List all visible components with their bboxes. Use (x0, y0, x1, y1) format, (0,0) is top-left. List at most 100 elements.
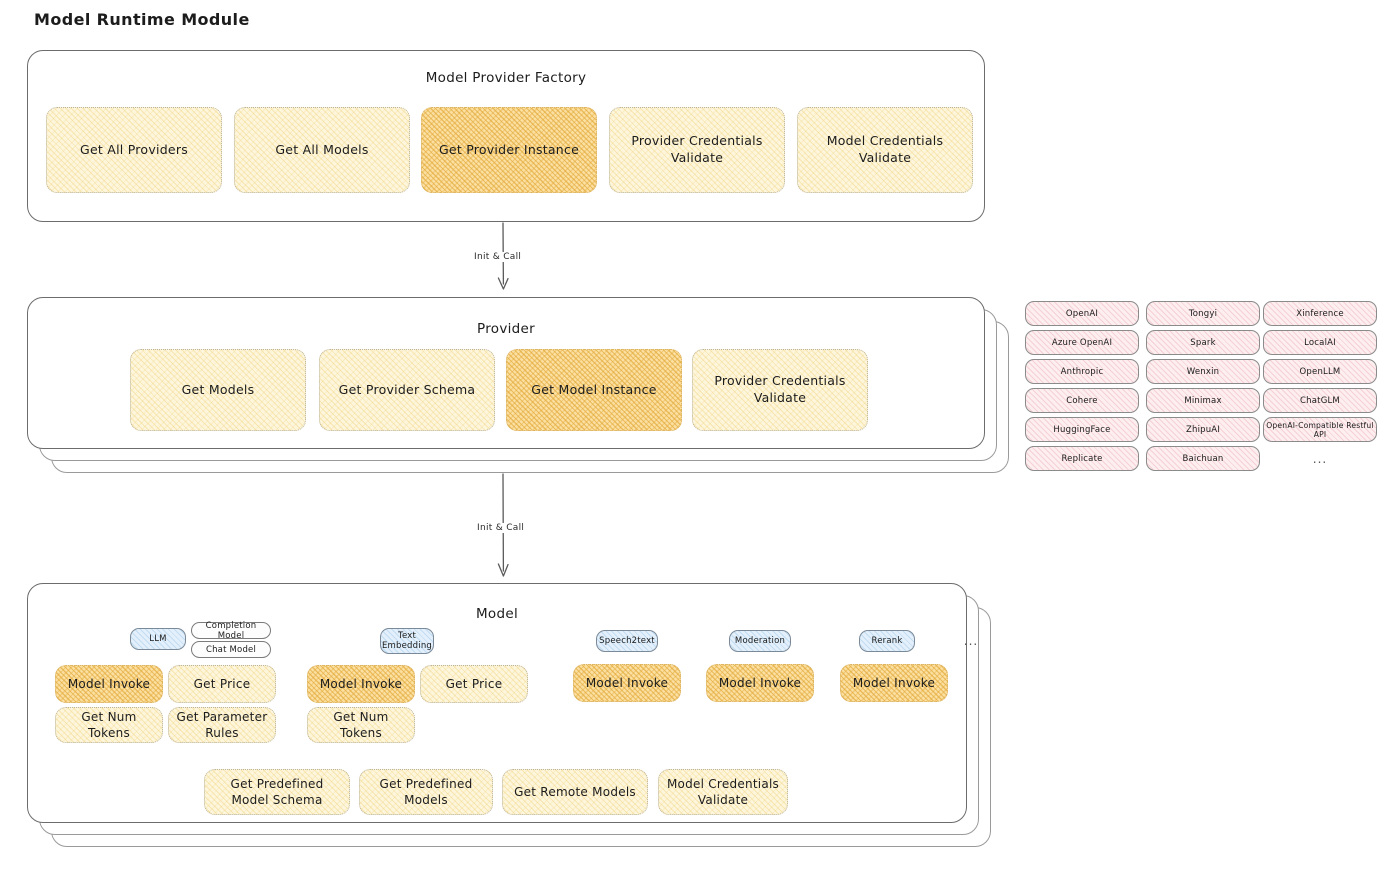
model-common-box-get-remote-models[interactable]: Get Remote Models (502, 769, 648, 815)
model-common-box-get-predefined-model-schema[interactable]: Get Predefined Model Schema (204, 769, 350, 815)
rerank-box-model-invoke[interactable]: Model Invoke (840, 664, 948, 702)
arrow-provider-to-model (478, 473, 528, 583)
provider-chip-baichuan[interactable]: Baichuan (1146, 446, 1260, 471)
rerank-box-label: Model Invoke (852, 675, 936, 690)
factory-box-label: Model Credentials Validate (826, 133, 944, 165)
model-provider-factory-panel: Model Provider Factory Get All Providers… (27, 50, 985, 222)
provider-chip-label: OpenAI-Compatible Restful API (1266, 420, 1374, 439)
provider-list-more: ... (1312, 452, 1328, 466)
provider-chip-localai[interactable]: LocalAI (1263, 330, 1377, 355)
provider-chip-label: OpenAI (1065, 308, 1099, 319)
provider-chip-label: Replicate (1061, 453, 1103, 464)
model-type-chip-moderation[interactable]: Moderation (729, 630, 791, 652)
provider-chip-label: Baichuan (1182, 453, 1224, 464)
model-type-label: Rerank (871, 635, 903, 646)
model-type-chip-llm[interactable]: LLM (130, 628, 186, 650)
llm-box-get-num-tokens[interactable]: Get Num Tokens (55, 707, 163, 743)
llm-box-get-price[interactable]: Get Price (168, 665, 276, 703)
provider-chip-anthropic[interactable]: Anthropic (1025, 359, 1139, 384)
provider-chip-zhipuai[interactable]: ZhipuAI (1146, 417, 1260, 442)
factory-box-provider-credentials-validate[interactable]: Provider Credentials Validate (609, 107, 785, 193)
factory-box-get-all-models[interactable]: Get All Models (234, 107, 410, 193)
provider-chip-label: Wenxin (1186, 366, 1220, 377)
moderation-box-model-invoke[interactable]: Model Invoke (706, 664, 814, 702)
provider-chip-label: OpenLLM (1299, 366, 1341, 377)
model-type-chip-rerank[interactable]: Rerank (859, 630, 915, 652)
model-common-box-label: Get Predefined Models (379, 776, 473, 807)
provider-chip-xinference[interactable]: Xinference (1263, 301, 1377, 326)
provider-chip-chatglm[interactable]: ChatGLM (1263, 388, 1377, 413)
llm-box-get-parameter-rules[interactable]: Get Parameter Rules (168, 707, 276, 743)
factory-box-model-credentials-validate[interactable]: Model Credentials Validate (797, 107, 973, 193)
provider-chip-azure-openai[interactable]: Azure OpenAI (1025, 330, 1139, 355)
text-embedding-box-get-price[interactable]: Get Price (420, 665, 528, 703)
model-type-label: Text Embedding (381, 630, 432, 651)
text-embedding-box-get-num-tokens[interactable]: Get Num Tokens (307, 707, 415, 743)
provider-chip-label: HuggingFace (1053, 424, 1111, 435)
llm-box-model-invoke[interactable]: Model Invoke (55, 665, 163, 703)
provider-chip-label: LocalAI (1304, 337, 1336, 348)
factory-box-get-all-providers[interactable]: Get All Providers (46, 107, 222, 193)
model-common-box-model-credentials-validate[interactable]: Model Credentials Validate (658, 769, 788, 815)
provider-chip-spark[interactable]: Spark (1146, 330, 1260, 355)
provider-chip-cohere[interactable]: Cohere (1025, 388, 1139, 413)
provider-chip-wenxin[interactable]: Wenxin (1146, 359, 1260, 384)
model-types-more: ... (963, 634, 979, 648)
model-type-label: LLM (149, 633, 167, 644)
provider-chip-openllm[interactable]: OpenLLM (1263, 359, 1377, 384)
provider-chip-openai[interactable]: OpenAI (1025, 301, 1139, 326)
arrow-down-icon (497, 473, 509, 577)
text-embedding-box-label: Get Price (445, 676, 503, 691)
model-type-label: Moderation (734, 635, 786, 646)
llm-box-label: Get Num Tokens (81, 709, 137, 740)
provider-box-get-models[interactable]: Get Models (130, 349, 306, 431)
provider-chip-label: ZhipuAI (1185, 424, 1221, 435)
page-title: Model Runtime Module (34, 10, 250, 29)
speech2text-box-label: Model Invoke (585, 675, 669, 690)
provider-chip-tongyi[interactable]: Tongyi (1146, 301, 1260, 326)
provider-panel: Provider Get Models Get Provider Schema … (27, 297, 985, 449)
model-subtype-label: Completion Model (205, 620, 257, 641)
text-embedding-box-model-invoke[interactable]: Model Invoke (307, 665, 415, 703)
arrow-provider-to-model-label: Init & Call (474, 523, 528, 533)
model-type-chip-speech2text[interactable]: Speech2text (596, 630, 658, 652)
factory-box-get-provider-instance[interactable]: Get Provider Instance (421, 107, 597, 193)
text-embedding-box-label: Get Num Tokens (333, 709, 389, 740)
model-common-box-get-predefined-models[interactable]: Get Predefined Models (359, 769, 493, 815)
provider-box-label: Get Provider Schema (338, 381, 476, 397)
provider-box-get-provider-schema[interactable]: Get Provider Schema (319, 349, 495, 431)
model-common-box-label: Model Credentials Validate (666, 776, 780, 807)
model-type-label: Speech2text (599, 635, 655, 646)
model-subtype-chip-chat-model[interactable]: Chat Model (191, 641, 271, 658)
provider-chip-label: Xinference (1296, 308, 1344, 319)
provider-title: Provider (477, 321, 535, 337)
provider-chip-label: Cohere (1066, 395, 1098, 406)
provider-chip-replicate[interactable]: Replicate (1025, 446, 1139, 471)
provider-box-provider-credentials-validate[interactable]: Provider Credentials Validate (692, 349, 868, 431)
text-embedding-box-label: Model Invoke (319, 676, 403, 691)
provider-chip-openai-compatible-restful-api[interactable]: OpenAI-Compatible Restful API (1263, 417, 1377, 442)
provider-chip-minimax[interactable]: Minimax (1146, 388, 1260, 413)
speech2text-box-model-invoke[interactable]: Model Invoke (573, 664, 681, 702)
model-common-box-label: Get Remote Models (514, 784, 636, 799)
llm-box-label: Model Invoke (67, 676, 151, 691)
provider-box-label: Get Models (181, 381, 255, 397)
provider-chip-label: Spark (1190, 337, 1216, 348)
model-type-chip-text-embedding[interactable]: Text Embedding (380, 628, 434, 654)
provider-chip-label: ChatGLM (1300, 395, 1340, 406)
arrow-factory-to-provider-label: Init & Call (471, 252, 525, 262)
llm-box-label: Get Price (193, 676, 251, 691)
provider-chip-label: Azure OpenAI (1051, 337, 1113, 348)
moderation-box-label: Model Invoke (718, 675, 802, 690)
provider-box-get-model-instance[interactable]: Get Model Instance (506, 349, 682, 431)
llm-box-label: Get Parameter Rules (176, 709, 268, 740)
factory-box-label: Get All Providers (80, 141, 188, 157)
model-common-box-label: Get Predefined Model Schema (230, 776, 324, 807)
provider-box-label: Provider Credentials Validate (714, 373, 846, 405)
provider-chip-label: Minimax (1184, 395, 1222, 406)
provider-chip-huggingface[interactable]: HuggingFace (1025, 417, 1139, 442)
provider-box-label: Get Model Instance (531, 381, 657, 397)
model-title: Model (475, 606, 519, 622)
provider-chip-label: Tongyi (1188, 308, 1218, 319)
model-subtype-chip-completion-model[interactable]: Completion Model (191, 620, 271, 641)
